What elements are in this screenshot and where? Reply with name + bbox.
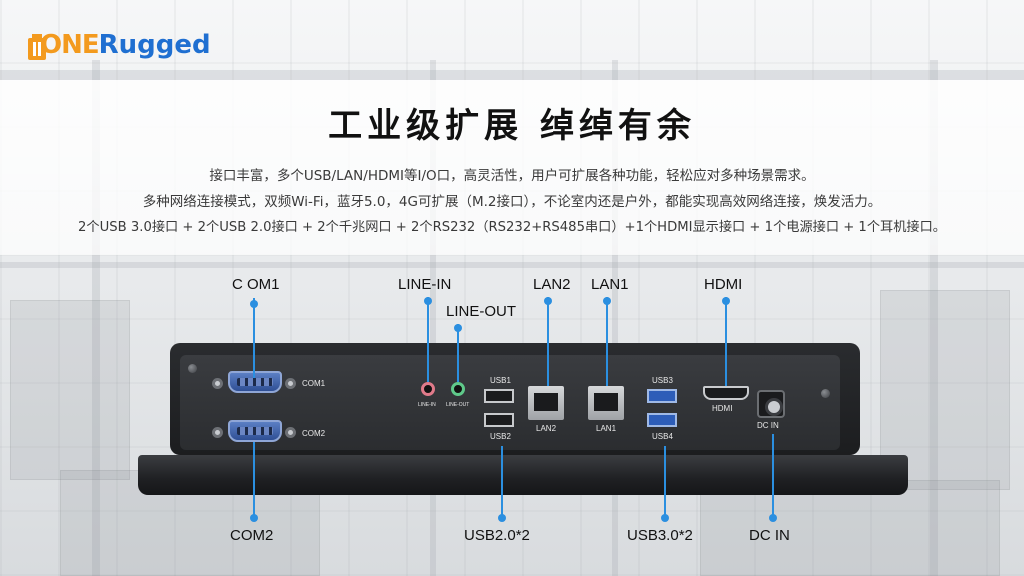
line-in-port-label: LINE-IN xyxy=(418,402,436,408)
com2-port xyxy=(228,420,282,442)
line-in-jack xyxy=(421,382,435,396)
usb3-port-label: USB3 xyxy=(652,376,673,385)
callout-lan1: LAN1 xyxy=(591,276,629,293)
com1-port-label: COM1 xyxy=(302,379,326,388)
callout-line-hdmi xyxy=(725,297,727,386)
callout-dot-hdmi xyxy=(722,297,730,305)
device-base xyxy=(138,455,908,495)
usb2-port xyxy=(484,413,514,427)
usb4-port xyxy=(647,413,677,427)
lan1-port xyxy=(588,386,624,420)
usb1-port xyxy=(484,389,514,403)
usb3-port xyxy=(647,389,677,403)
callout-dot-line-in xyxy=(424,297,432,305)
description-line-1: 接口丰富，多个USB/LAN/HDMI等I/O口，高灵活性，用户可扩展各种功能，… xyxy=(209,168,815,184)
callout-dot-com1 xyxy=(250,300,258,308)
text-backdrop xyxy=(0,80,1024,255)
screw-icon xyxy=(188,364,197,373)
hdmi-port xyxy=(703,386,749,400)
callout-dot-lan1 xyxy=(603,297,611,305)
callout-usb20: USB2.0*2 xyxy=(464,527,530,544)
usb1-port-label: USB1 xyxy=(490,376,511,385)
hex-nut-icon xyxy=(212,427,223,438)
callout-dot-usb20 xyxy=(498,514,506,522)
logo-one-text: ONE xyxy=(40,30,100,60)
callout-line-com2 xyxy=(253,442,255,520)
logo-mark-icon xyxy=(28,34,46,60)
callout-dc-in: DC IN xyxy=(749,527,790,544)
callout-dot-usb30 xyxy=(661,514,669,522)
page-title: 工业级扩展 绰绰有余 xyxy=(328,106,696,146)
callout-com2: COM2 xyxy=(230,527,274,544)
callout-com1: C OM1 xyxy=(232,276,280,293)
callout-dot-lan2 xyxy=(544,297,552,305)
callout-line-usb30 xyxy=(664,446,666,520)
usb2-port-label: USB2 xyxy=(490,432,511,441)
callout-dot-dc-in xyxy=(769,514,777,522)
callout-line-usb20 xyxy=(501,446,503,520)
brand-logo: ONE Rugged xyxy=(28,30,211,60)
description-line-3: 2个USB 3.0接口 + 2个USB 2.0接口 + 2个千兆网口 + 2个R… xyxy=(78,220,946,235)
description-line-2: 多种网络连接模式，双频Wi-Fi，蓝牙5.0，4G可扩展（M.2接口），不论室内… xyxy=(142,194,882,210)
callout-dot-line-out xyxy=(454,324,462,332)
callout-lan2: LAN2 xyxy=(533,276,571,293)
lan2-port-label: LAN2 xyxy=(536,424,557,433)
usb4-port-label: USB4 xyxy=(652,432,673,441)
line-out-jack xyxy=(451,382,465,396)
callout-line-line-out xyxy=(457,324,459,382)
callout-line-out: LINE-OUT xyxy=(446,303,517,320)
logo-rugged-text: Rugged xyxy=(98,30,211,60)
dc-in-port xyxy=(757,390,785,418)
callout-line-lan2 xyxy=(547,297,549,386)
line-out-port-label: LINE-OUT xyxy=(446,402,470,408)
callout-line-com1 xyxy=(253,298,255,378)
dc-in-port-label: DC IN xyxy=(757,421,779,430)
com2-port-label: COM2 xyxy=(302,429,326,438)
callout-usb30: USB3.0*2 xyxy=(627,527,693,544)
com1-port xyxy=(228,371,282,393)
lan1-port-label: LAN1 xyxy=(596,424,617,433)
hdmi-port-label: HDMI xyxy=(712,404,733,413)
hex-nut-icon xyxy=(285,427,296,438)
callout-dot-com2 xyxy=(250,514,258,522)
callout-hdmi: HDMI xyxy=(704,276,743,293)
callout-line-dc-in xyxy=(772,434,774,520)
callout-line-line-in xyxy=(427,297,429,382)
hex-nut-icon xyxy=(285,378,296,389)
screw-icon xyxy=(821,389,830,398)
callout-line-lan1 xyxy=(606,297,608,386)
callout-line-in: LINE-IN xyxy=(398,276,452,293)
lan2-port xyxy=(528,386,564,420)
hex-nut-icon xyxy=(212,378,223,389)
